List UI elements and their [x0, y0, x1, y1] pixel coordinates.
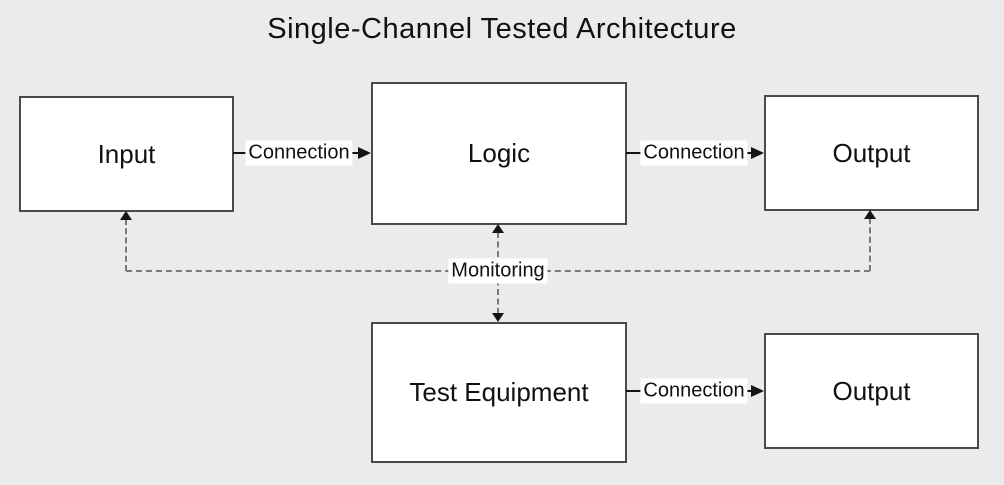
monitoring-label: Monitoring — [448, 258, 548, 284]
edge-input-to-logic-label: Connection — [245, 140, 353, 166]
edge-test-equipment-to-output-arrowhead-icon — [751, 385, 764, 397]
node-output-bottom: Output — [764, 333, 979, 449]
node-test-equipment-label: Test Equipment — [409, 377, 589, 407]
monitoring-branch-output-line — [869, 218, 871, 271]
node-output-bottom-label: Output — [832, 375, 911, 406]
monitoring-branch-logic-arrowhead-icon — [492, 224, 504, 233]
node-input: Input — [19, 96, 234, 212]
node-input-label: Input — [97, 138, 156, 169]
edge-test-equipment-to-output-label: Connection — [640, 378, 748, 404]
monitoring-branch-input-arrowhead-icon — [120, 211, 132, 220]
monitoring-branch-output-arrowhead-icon — [864, 210, 876, 219]
node-output-top-label: Output — [832, 137, 911, 168]
node-logic: Logic — [371, 82, 627, 225]
edge-input-to-logic-arrowhead-icon — [358, 147, 371, 159]
monitoring-branch-input-line — [125, 219, 127, 271]
node-test-equipment: Test Equipment — [371, 322, 627, 463]
edge-logic-to-output-arrowhead-icon — [751, 147, 764, 159]
diagram-title: Single-Channel Tested Architecture — [267, 13, 737, 45]
node-output-top: Output — [764, 95, 979, 211]
node-logic-label: Logic — [467, 138, 531, 168]
edge-logic-to-output-label: Connection — [640, 140, 748, 166]
monitoring-branch-test-equipment-arrowhead-icon — [492, 313, 504, 322]
